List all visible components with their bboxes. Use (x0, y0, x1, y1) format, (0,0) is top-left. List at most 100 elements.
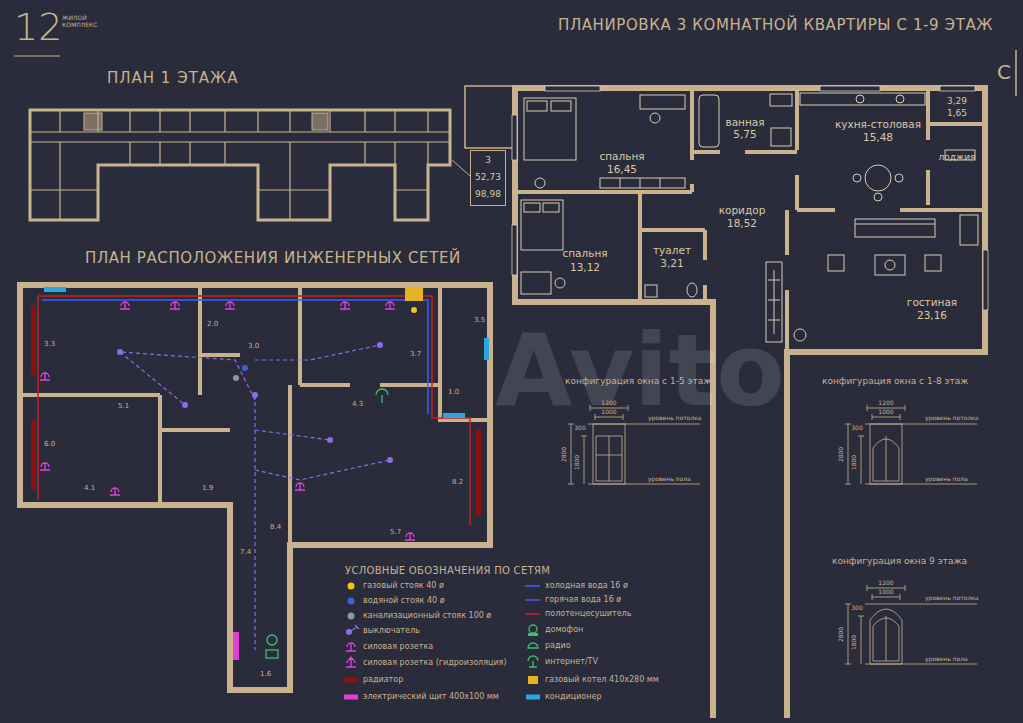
engineering-networks-part-part (170, 302, 180, 309)
room-area: кухня-столовая15,48 (800, 91, 925, 207)
furniture-part (895, 174, 903, 182)
first-floor-plan-part (452, 160, 470, 176)
plan-label: 12 (14, 6, 62, 50)
plan-label: 5.1 (118, 402, 129, 410)
legend-text: радиатор (363, 675, 403, 684)
legend-swatch (528, 676, 538, 684)
engineering-networks-part-part (182, 402, 188, 408)
plan-label: 2800 (839, 446, 846, 461)
apartment-windows-part (983, 250, 988, 310)
engineering-networks-part (484, 338, 489, 360)
first-floor-plan-part (84, 113, 102, 130)
furniture-part (874, 193, 882, 201)
engineering-networks-part-part (117, 349, 123, 355)
furniture-part (645, 285, 657, 297)
plan-label: уровень потолка (925, 415, 979, 422)
plan-label: 3.3 (44, 340, 55, 348)
socket-symbol (348, 656, 354, 660)
plan-label: 4.1 (84, 484, 95, 492)
radio-symbol (528, 643, 538, 648)
furniture-part (555, 278, 565, 288)
plan-label: ЖИЛОЙ КОМПЛЕКС (62, 14, 96, 28)
plan-label: 1200 (601, 400, 616, 407)
plan-label: 5.7 (390, 528, 401, 536)
engineering-networks-part (411, 307, 417, 313)
first-floor-plan-part (30, 110, 450, 220)
legend-text: электрический щит 400х100 мм (363, 692, 499, 701)
plan-label: 300 (851, 425, 862, 432)
plan-label: конфигурация окна 9 этажа (832, 556, 967, 566)
plan-label: уровень пола (925, 656, 968, 663)
room-area: спальня13,12 (518, 195, 637, 299)
room-text: спальня (599, 150, 644, 162)
legend-text: канализационный стояк 100 ø (363, 611, 491, 620)
room-area: коридор18,52 (695, 155, 784, 299)
room-text: 1,65 (947, 108, 967, 118)
plan-label: 1800 (852, 634, 859, 649)
room-text: гостиная (907, 296, 957, 308)
engineering-networks-part (443, 413, 465, 418)
plan-label: 1000 (878, 409, 893, 416)
engineering-networks-part (117, 342, 393, 463)
legend-swatch (526, 695, 540, 700)
plan-label: ПЛАН РАСПОЛОЖЕНИЯ ИНЖЕНЕРНЫХ СЕТЕЙ (85, 250, 461, 267)
plan-label: 3.7 (410, 350, 421, 358)
legend-text: газовый стояк 40 ø (363, 581, 444, 590)
socket-symbol (346, 643, 356, 651)
legend-text: выключатель (363, 626, 420, 635)
first-floor-plan-part (465, 86, 513, 148)
legend-swatch (348, 583, 355, 590)
engineering-networks-part (476, 430, 481, 515)
engineering-networks-part (233, 375, 239, 381)
engineering-networks-part (40, 302, 415, 540)
plan-label: 300 (574, 425, 585, 432)
legend-text: полотенцесушитель (545, 609, 631, 618)
plan-label: 1800 (852, 454, 859, 469)
engineering-networks-part (31, 305, 36, 375)
room-area: спальня16,45 (518, 91, 689, 189)
engineering-networks-part-part (267, 635, 277, 645)
plan-label: 6.0 (44, 440, 55, 448)
engineering-networks (31, 287, 489, 660)
furniture-part (828, 255, 844, 271)
furniture (521, 93, 978, 342)
intercom-symbol (529, 625, 537, 633)
switch-symbol (349, 625, 359, 632)
room-area: туалет3,21 (643, 233, 702, 299)
engineering-networks-part-part (405, 533, 415, 540)
room-text: спальня (562, 247, 607, 259)
plan-label: уровень потолка (925, 595, 979, 602)
plan-label: 2800 (839, 626, 846, 641)
plan-label: 8.4 (270, 523, 281, 531)
apartment-windows-part (940, 86, 975, 91)
apartment-tag: 352,7398,98 (470, 150, 506, 206)
furniture-part (600, 178, 685, 188)
legend-text: водяной стояк 40 ø (363, 596, 445, 605)
furniture-part (875, 255, 905, 275)
window-config-1-part (593, 424, 625, 484)
engineering-networks-part-part (252, 392, 258, 398)
room-text: 16,45 (607, 163, 637, 175)
furniture-part (650, 113, 660, 123)
plan-label: 1.6 (260, 670, 271, 678)
legend-text: холодная вода 16 ø (545, 581, 628, 590)
legend-swatch (344, 695, 358, 700)
engineering-networks-part-part (40, 463, 50, 470)
engineering-walls-part (20, 285, 490, 690)
furniture-part (640, 95, 685, 109)
tv-symbol (528, 656, 538, 667)
legend-line-sample (525, 613, 540, 615)
window-config-1-part (596, 436, 622, 481)
room-area: ванная5,75 (695, 91, 794, 149)
furniture-part (800, 93, 925, 105)
engineering-networks-part (31, 420, 36, 490)
furniture-part (521, 272, 551, 294)
plan-label: 1.0 (448, 388, 459, 396)
room-text: 52,73 (475, 172, 501, 182)
socket-symbol (346, 659, 356, 667)
engineering-networks-part (44, 287, 66, 292)
window-config-2-part (873, 436, 899, 481)
engineering-networks-part (242, 365, 248, 371)
engineering-networks-part-part (120, 302, 130, 309)
plan-label: уровень пола (925, 476, 968, 483)
